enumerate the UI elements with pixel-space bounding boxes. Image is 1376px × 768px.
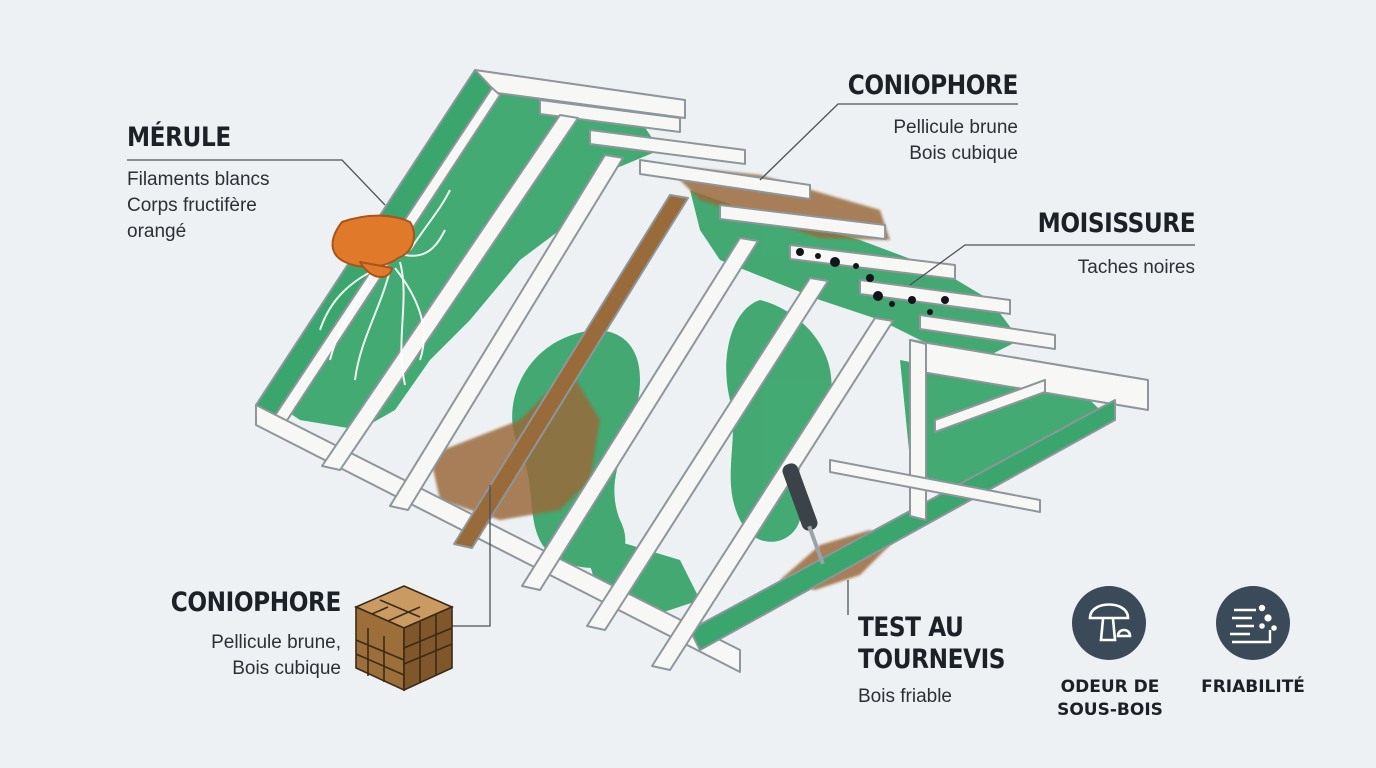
coniophore-top-label: CONIOPHORE Pellicule brune Bois cubique: [820, 70, 1019, 167]
roof-structure: [255, 69, 1149, 673]
coniophore-bottom-label: CONIOPHORE Pellicule brune, Bois cubique: [143, 587, 342, 682]
badge-friabilite: [1216, 586, 1290, 660]
merule-title: MÉRULE: [127, 122, 231, 153]
moisissure-title: MOISISSURE: [1037, 208, 1195, 239]
merule-line-2: Corps fructifère: [127, 195, 257, 216]
badge-odeur-label: ODEUR DE SOUS-BOIS: [1040, 676, 1180, 722]
coniophore-bottom-line-2: Bois cubique: [232, 658, 341, 679]
test-title-line-1: TEST AU: [858, 612, 964, 643]
orange-fruiting-body: [331, 214, 415, 278]
coniophore-top-line-2: Bois cubique: [909, 143, 1018, 164]
cubical-rot-cube-icon: [354, 585, 454, 692]
leader-lines: [127, 103, 1195, 627]
coniophore-bottom-title: CONIOPHORE: [170, 587, 342, 618]
badge-odeur-line-2: SOUS-BOIS: [1057, 700, 1163, 720]
badge-odeur-line-1: ODEUR DE: [1060, 677, 1160, 697]
test-tournevis-label: TEST AU TOURNEVIS Bois friable: [858, 612, 1029, 710]
badge-odeur: [1072, 586, 1146, 660]
moisissure-line-1: Taches noires: [1077, 257, 1195, 278]
mushroom-icon: [1088, 603, 1132, 642]
badge-friabilite-line-1: FRIABILITÉ: [1201, 677, 1305, 697]
crumbling-wood-icon: [1230, 604, 1277, 644]
coniophore-bottom-line-1: Pellicule brune,: [211, 632, 341, 653]
merule-line-3: orangé: [127, 221, 187, 242]
merule-label: MÉRULE Filaments blancs Corps fructifère…: [127, 122, 270, 245]
coniophore-top-title: CONIOPHORE: [847, 70, 1019, 101]
test-title-line-2: TOURNEVIS: [858, 644, 1006, 675]
badge-friabilite-label: FRIABILITÉ: [1183, 676, 1323, 699]
coniophore-top-line-1: Pellicule brune: [893, 117, 1018, 138]
black-mould-spots: [796, 248, 949, 315]
test-line-1: Bois friable: [858, 686, 952, 707]
screwdriver-icon: [782, 463, 825, 565]
moisissure-label: MOISISSURE Taches noires: [1012, 208, 1195, 281]
merule-line-1: Filaments blancs: [127, 169, 270, 190]
